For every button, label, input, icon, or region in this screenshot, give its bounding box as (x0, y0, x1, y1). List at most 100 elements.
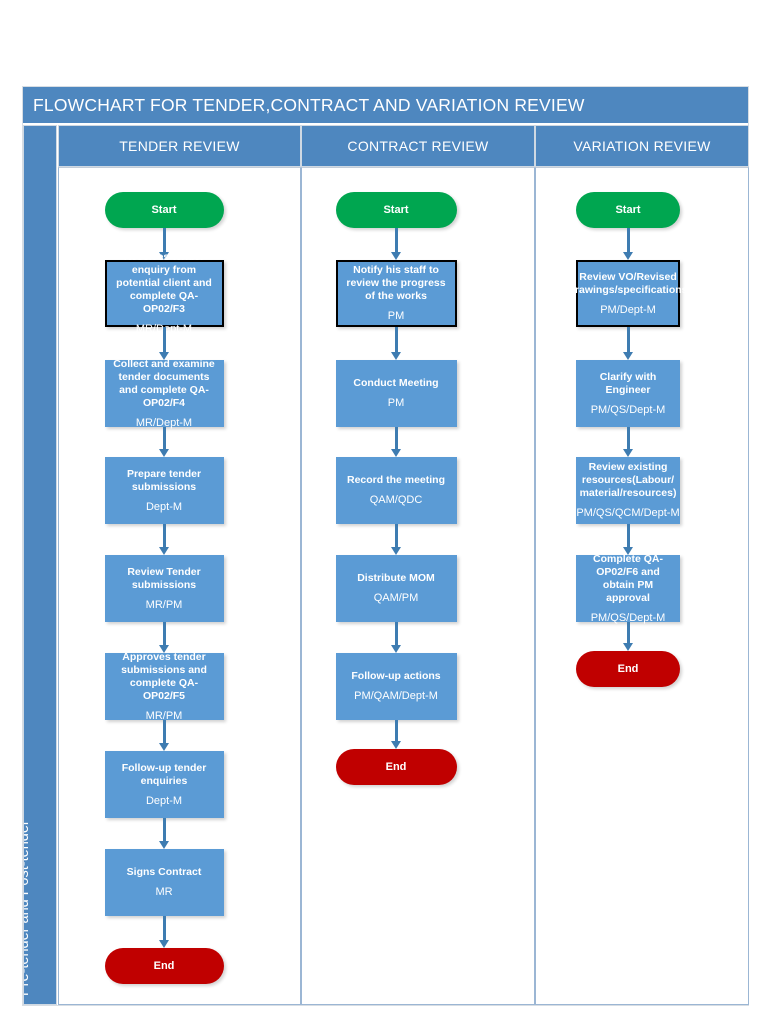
flow-node-start[interactable]: Start (335, 192, 457, 228)
flow-node-label: Distribute MOM (357, 572, 435, 584)
flow-node-label: Follow-up tender enquiries (121, 761, 207, 787)
flow-connector-arrow (159, 524, 169, 555)
flow-node-end[interactable]: End (104, 948, 224, 984)
arrowhead-down-icon (159, 352, 169, 360)
column-header-tender-review: TENDER REVIEW (58, 125, 301, 167)
column-header-variation-review: VARIATION REVIEW (535, 125, 749, 167)
flow-node-role: Dept-M (145, 500, 183, 513)
arrowhead-down-icon (159, 841, 169, 849)
flow-connector-arrow (623, 524, 633, 555)
flow-connector-arrow (391, 427, 401, 457)
arrowhead-down-icon (159, 645, 169, 653)
flow-node-role: PM (387, 310, 405, 322)
flow-node-label: Follow-up actions (351, 670, 441, 682)
flow-node-role: Dept-M (145, 794, 183, 807)
flow-node-label: Review Tender submissions (127, 565, 201, 591)
flow-connector-arrow (623, 622, 633, 651)
flow-node-label: Prepare tender submissions (126, 467, 202, 493)
flow-node-label: Start (615, 203, 641, 216)
arrowhead-down-icon (391, 352, 401, 360)
flow-connector-arrow (159, 720, 169, 751)
connector-stem (163, 427, 166, 449)
connector-stem (627, 327, 630, 352)
flow-node-end[interactable]: End (335, 749, 457, 785)
flow-node-process[interactable]: Receives tender enquiry from potential c… (104, 251, 224, 335)
flow-node-label: Complete QA-OP02/F6 and obtain PM approv… (592, 552, 663, 604)
connector-stem (627, 228, 630, 252)
flow-connector-arrow (391, 228, 401, 260)
arrowhead-down-icon (391, 547, 401, 555)
flow-node-process[interactable]: Collect and examine tender documents and… (104, 357, 224, 429)
flow-node-label: Review existing resources(Labour/ materi… (579, 461, 677, 499)
flow-node-role: QAM/PM (373, 592, 419, 604)
flow-node-process[interactable]: Complete QA-OP02/F6 and obtain PM approv… (576, 552, 680, 624)
flow-node-label: Signs Contract (126, 866, 202, 878)
flow-node-role: PM/QS/QCM/Dept-M (576, 507, 680, 519)
arrowhead-down-icon (391, 449, 401, 457)
arrowhead-down-icon (391, 741, 401, 749)
connector-stem (163, 916, 166, 940)
swimlane-label-text: Pre-tender and Post-tender (23, 820, 32, 996)
flow-node-label: Start (151, 203, 177, 216)
swimlane-label-pre-and-post-tender: Pre-tender and Post-tender (23, 125, 57, 1005)
flow-connector-arrow (391, 327, 401, 360)
column-header-contract-review: CONTRACT REVIEW (301, 125, 535, 167)
arrowhead-down-icon (623, 547, 633, 555)
arrowhead-down-icon (623, 252, 633, 260)
flow-node-process[interactable]: Review VO/Revised drawings/specification… (568, 260, 688, 327)
connector-stem (163, 228, 166, 252)
arrowhead-down-icon (159, 743, 169, 751)
flow-node-start[interactable]: Start (104, 192, 224, 228)
arrowhead-down-icon (159, 940, 169, 948)
flow-node-label: Review VO/Revised drawings/specification… (568, 270, 688, 296)
flow-node-label: End (617, 662, 639, 675)
arrowhead-down-icon (159, 547, 169, 555)
arrowhead-down-icon (623, 643, 633, 651)
connector-stem (163, 524, 166, 547)
flow-node-process[interactable]: Review existing resources(Labour/ materi… (576, 457, 680, 524)
flow-node-label: Collect and examine tender documents and… (113, 357, 215, 409)
arrowhead-down-icon (623, 352, 633, 360)
flow-node-role: PM (387, 397, 405, 409)
arrowhead-down-icon (391, 645, 401, 653)
flow-node-label: Start (383, 203, 409, 216)
flow-connector-arrow (159, 622, 169, 653)
flow-connector-arrow (391, 524, 401, 555)
flow-node-role: MR/PM (145, 709, 183, 722)
flow-node-start[interactable]: Start (576, 192, 680, 228)
connector-stem (627, 427, 630, 449)
flow-connector-arrow (623, 427, 633, 457)
flow-node-role: PM/QAM/Dept-M (354, 690, 438, 702)
connector-stem (163, 622, 166, 645)
flow-node-role: PM/Dept-M (600, 303, 656, 316)
flow-node-role: PM/QS/Dept-M (590, 611, 666, 624)
flow-node-label: Clarify with Engineer (599, 370, 657, 396)
flow-node-process[interactable]: Notify his staff to review the progress … (335, 260, 457, 327)
connector-stem (163, 818, 166, 841)
flow-connector-arrow (391, 622, 401, 653)
flow-node-label: Conduct Meeting (353, 377, 439, 389)
flow-node-role: PM/QS/Dept-M (590, 403, 666, 416)
flow-connector-arrow (159, 818, 169, 849)
flow-connector-arrow (159, 916, 169, 948)
connector-stem (163, 327, 166, 352)
arrowhead-down-icon (623, 449, 633, 457)
flow-node-process[interactable]: Approves tender submissions and complete… (104, 651, 224, 722)
connector-stem (395, 720, 398, 741)
flow-node-process[interactable]: Distribute MOM QAM/PM (335, 555, 457, 622)
arrowhead-down-icon (159, 252, 169, 260)
flow-node-role: MR/Dept-M (135, 416, 193, 429)
flow-node-label: End (385, 760, 407, 773)
flow-node-role: QAM/QDC (369, 494, 423, 506)
flow-node-end[interactable]: End (576, 651, 680, 687)
flow-node-role: MR (155, 886, 173, 898)
connector-stem (395, 622, 398, 645)
